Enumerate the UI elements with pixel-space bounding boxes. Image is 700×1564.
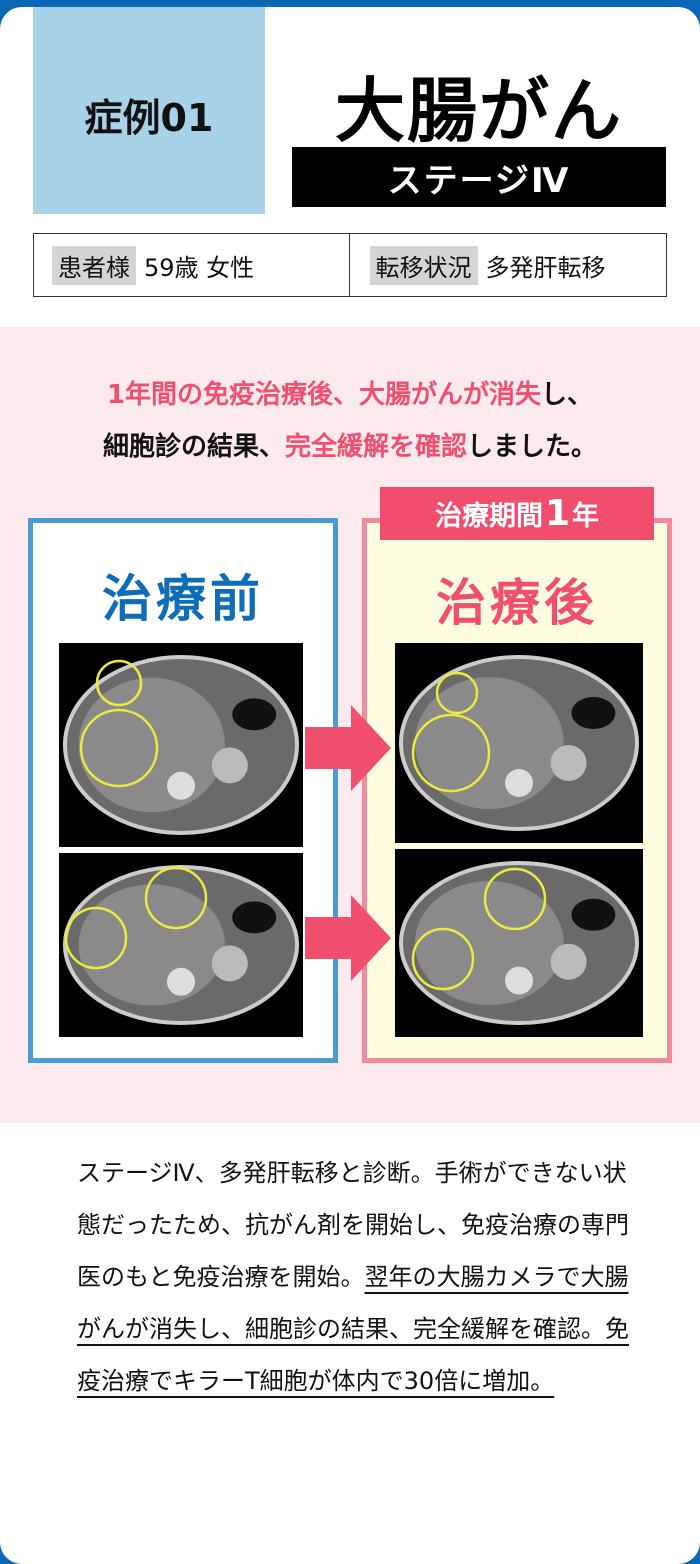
period-number: 1 — [544, 493, 571, 534]
disease-title: 大腸がん — [335, 70, 623, 152]
patient-label: 患者様 — [52, 245, 136, 285]
patient-value: 59歳 女性 — [144, 253, 255, 282]
lesion-circle — [411, 713, 491, 793]
ct-scan-image — [59, 853, 303, 1037]
lesion-circle — [95, 659, 143, 707]
summary-text-part: 細胞診の結果、 — [102, 432, 285, 462]
lesion-circle — [144, 866, 208, 930]
lesion-circle — [79, 708, 159, 788]
summary-highlight: 完全緩解を確認 — [284, 432, 467, 462]
lesion-circle — [411, 927, 475, 991]
before-title: 治療前 — [102, 570, 264, 628]
ct-scan-image — [395, 643, 643, 843]
period-unit: 年 — [572, 501, 600, 532]
metastasis-label: 転移状況 — [369, 245, 478, 285]
ct-scan-image — [59, 643, 303, 847]
case-description: ステージⅣ、多発肝転移と診断。手術ができない状態だったため、抗がん剤を開始し、免… — [77, 1147, 637, 1407]
lesion-circle — [435, 671, 479, 715]
stage-badge: ステージⅣ — [292, 147, 666, 207]
arrow-right-icon — [305, 705, 391, 791]
summary-highlight: 1年間の免疫治療後、大腸がんが消失 — [106, 380, 542, 410]
summary-text-part: し、 — [541, 380, 594, 410]
description-text: ステージⅣ、多発肝転移と診断。手術ができない状態だったため、抗がん剤を開始し、免… — [77, 1159, 629, 1291]
lesion-circle — [483, 867, 547, 931]
case-number: 症例01 — [33, 7, 265, 214]
ct-scan-image — [395, 849, 643, 1037]
description-underlined: 翌年の大腸カメラで大腸がんが消失し、細胞診の結果、完全緩解を確認。免疫治療でキラ… — [77, 1263, 629, 1395]
patient-info: 患者様 59歳 女性 転移状況多発肝転移 — [33, 233, 667, 297]
summary-text-part: しました。 — [467, 432, 598, 462]
arrow-right-icon — [305, 895, 391, 981]
after-title: 治療後 — [436, 574, 598, 632]
lesion-circle — [64, 906, 128, 970]
metastasis-value: 多発肝転移 — [485, 253, 606, 282]
period-label: 治療期間 — [434, 501, 543, 532]
summary-text: 1年間の免疫治療後、大腸がんが消失し、 細胞診の結果、完全緩解を確認しました。 — [0, 369, 700, 473]
